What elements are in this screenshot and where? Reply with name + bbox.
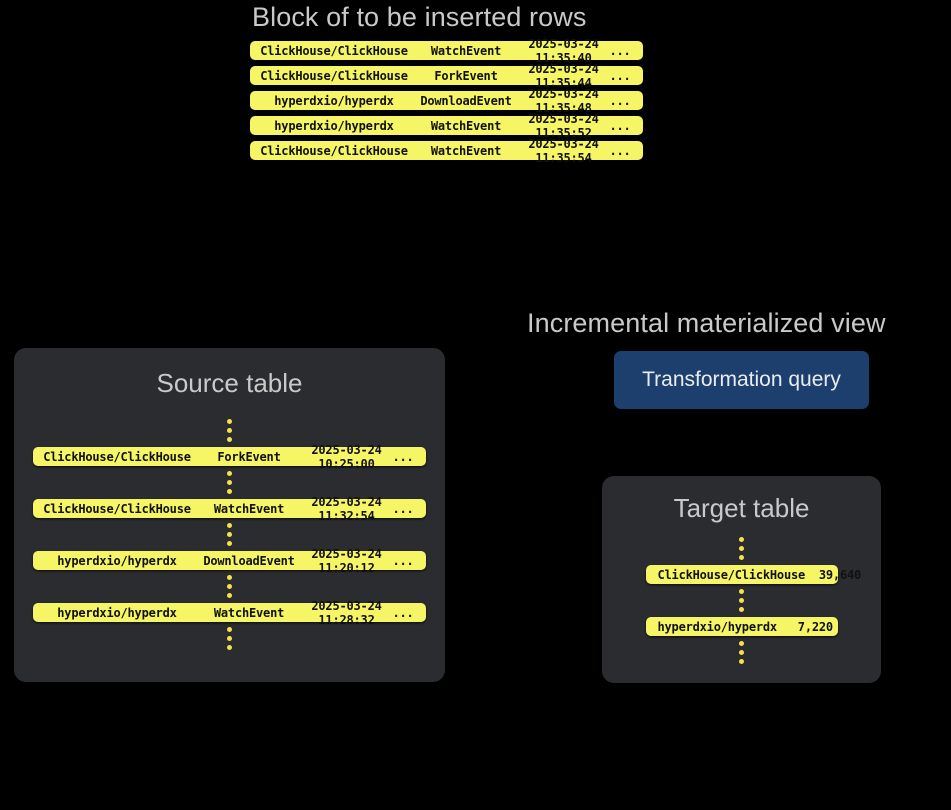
separator-dot bbox=[227, 471, 232, 476]
materialized-view-heading: Incremental materialized view bbox=[527, 308, 886, 338]
separator-dot bbox=[739, 555, 744, 560]
block-row: hyperdxio/hyperdx DownloadEvent 2025-03-… bbox=[250, 87, 643, 115]
row-repo: hyperdxio/hyperdx bbox=[57, 605, 177, 620]
separator-dot bbox=[227, 419, 232, 424]
separator-dot bbox=[227, 627, 232, 632]
separator-dot bbox=[739, 537, 744, 542]
row-event: ForkEvent bbox=[434, 68, 498, 83]
source-table-row: hyperdxio/hyperdx WatchEvent 2025-03-24 … bbox=[33, 599, 426, 627]
source-table-panel: Source table ClickHouse/ClickHouse ForkE… bbox=[14, 348, 445, 682]
separator-dot bbox=[227, 489, 232, 494]
row-event: ForkEvent bbox=[217, 449, 281, 464]
row-event: WatchEvent bbox=[213, 501, 285, 516]
row-ellipsis: ... bbox=[392, 553, 414, 568]
separator-dot bbox=[227, 593, 232, 598]
row-separator-dots bbox=[739, 532, 744, 565]
row-timestamp: 2025-03-24 11:20:12 bbox=[311, 546, 382, 575]
block-row: hyperdxio/hyperdx WatchEvent 2025-03-24 … bbox=[250, 112, 643, 140]
row-separator-dots bbox=[227, 414, 232, 447]
separator-dot bbox=[227, 541, 232, 546]
separator-dot bbox=[227, 532, 232, 537]
row-ellipsis: ... bbox=[609, 68, 631, 83]
separator-dot bbox=[739, 641, 744, 646]
row-repo: hyperdxio/hyperdx bbox=[274, 118, 394, 133]
row-timestamp: 2025-03-24 11:35:44 bbox=[528, 61, 599, 90]
separator-dot bbox=[227, 437, 232, 442]
row-ellipsis: ... bbox=[392, 449, 414, 464]
row-event: WatchEvent bbox=[430, 118, 502, 133]
row-separator-dots bbox=[227, 570, 232, 603]
row-repo: ClickHouse/ClickHouse bbox=[43, 501, 191, 516]
row-separator-dots bbox=[227, 518, 232, 551]
row-count: 7,220 bbox=[797, 619, 833, 634]
row-ellipsis: ... bbox=[392, 501, 414, 516]
separator-dot bbox=[739, 598, 744, 603]
block-row: ClickHouse/ClickHouse ForkEvent 2025-03-… bbox=[250, 62, 643, 90]
separator-dot bbox=[227, 523, 232, 528]
row-ellipsis: ... bbox=[609, 93, 631, 108]
row-event: WatchEvent bbox=[430, 143, 502, 158]
row-repo: hyperdxio/hyperdx bbox=[657, 619, 778, 634]
separator-dot bbox=[739, 546, 744, 551]
row-repo: ClickHouse/ClickHouse bbox=[260, 143, 408, 158]
row-event: DownloadEvent bbox=[420, 93, 512, 108]
row-timestamp: 2025-03-24 11:32:54 bbox=[311, 494, 382, 523]
block-row: ClickHouse/ClickHouse WatchEvent 2025-03… bbox=[250, 37, 643, 65]
row-ellipsis: ... bbox=[609, 43, 631, 58]
target-table-row: hyperdxio/hyperdx 7,220 bbox=[645, 617, 838, 636]
block-row: ClickHouse/ClickHouse WatchEvent 2025-03… bbox=[250, 137, 643, 165]
row-separator-dots bbox=[227, 466, 232, 499]
row-timestamp: 2025-03-24 11:35:52 bbox=[528, 111, 599, 140]
separator-dot bbox=[227, 636, 232, 641]
row-timestamp: 2025-03-24 11:35:48 bbox=[528, 86, 599, 115]
separator-dot bbox=[227, 584, 232, 589]
separator-dot bbox=[227, 480, 232, 485]
source-table-row: ClickHouse/ClickHouse WatchEvent 2025-03… bbox=[33, 495, 426, 523]
block-heading: Block of to be inserted rows bbox=[252, 2, 587, 32]
row-timestamp: 2025-03-24 10:25:00 bbox=[311, 442, 382, 471]
separator-dot bbox=[739, 650, 744, 655]
target-table-row: ClickHouse/ClickHouse 39,640 bbox=[645, 565, 861, 584]
separator-dot bbox=[739, 589, 744, 594]
source-table-rows: ClickHouse/ClickHouse ForkEvent 2025-03-… bbox=[14, 414, 445, 655]
target-table-panel: Target table ClickHouse/ClickHouse 39,64… bbox=[602, 476, 881, 683]
row-timestamp: 2025-03-24 11:35:40 bbox=[528, 36, 599, 65]
row-event: WatchEvent bbox=[213, 605, 285, 620]
row-repo: ClickHouse/ClickHouse bbox=[260, 68, 408, 83]
row-ellipsis: ... bbox=[609, 143, 631, 158]
source-table-title: Source table bbox=[156, 368, 303, 398]
row-repo: ClickHouse/ClickHouse bbox=[43, 449, 191, 464]
row-separator-dots bbox=[227, 622, 232, 655]
row-separator-dots bbox=[739, 636, 744, 669]
separator-dot bbox=[739, 607, 744, 612]
row-separator-dots bbox=[739, 584, 744, 617]
row-repo: ClickHouse/ClickHouse bbox=[657, 567, 806, 582]
source-table-row: hyperdxio/hyperdx DownloadEvent 2025-03-… bbox=[33, 547, 426, 575]
block-rows-list: ClickHouse/ClickHouse WatchEvent 2025-03… bbox=[250, 37, 643, 166]
target-table-rows: ClickHouse/ClickHouse 39,640 hyperdxio/h… bbox=[602, 532, 881, 669]
row-ellipsis: ... bbox=[392, 605, 414, 620]
source-table-row: ClickHouse/ClickHouse ForkEvent 2025-03-… bbox=[33, 443, 426, 471]
row-ellipsis: ... bbox=[609, 118, 631, 133]
row-repo: hyperdxio/hyperdx bbox=[57, 553, 177, 568]
row-timestamp: 2025-03-24 11:35:54 bbox=[528, 136, 599, 165]
separator-dot bbox=[227, 428, 232, 433]
target-table-title: Target table bbox=[673, 493, 810, 523]
row-repo: hyperdxio/hyperdx bbox=[274, 93, 394, 108]
row-event: WatchEvent bbox=[430, 43, 502, 58]
row-count: 39,640 bbox=[818, 567, 862, 582]
separator-dot bbox=[739, 659, 744, 664]
row-repo: ClickHouse/ClickHouse bbox=[260, 43, 408, 58]
separator-dot bbox=[227, 575, 232, 580]
transformation-query-box[interactable]: Transformation query bbox=[614, 351, 869, 409]
row-event: DownloadEvent bbox=[203, 553, 295, 568]
row-timestamp: 2025-03-24 11:28:32 bbox=[311, 598, 382, 627]
separator-dot bbox=[227, 645, 232, 650]
